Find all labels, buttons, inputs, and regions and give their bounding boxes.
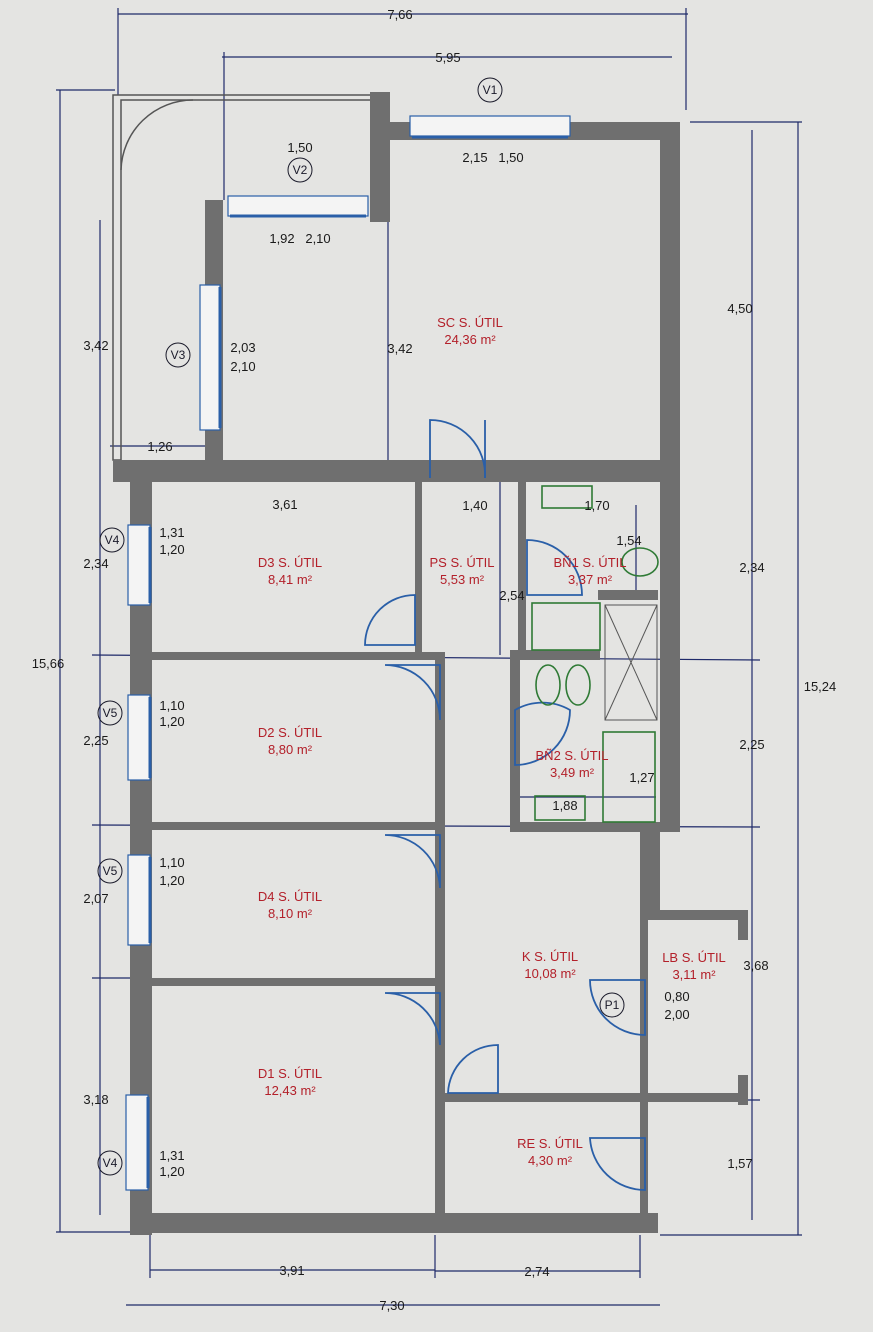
- dimension-label: 3,42: [83, 338, 108, 353]
- room-name: PS S. ÚTIL: [429, 555, 494, 570]
- opening-tag-circle: [97, 858, 123, 884]
- dimension-label: 1,10: [159, 855, 184, 870]
- dimension-label: 1,26: [147, 439, 172, 454]
- dimension-label: 1,92: [269, 231, 294, 246]
- dimension-label: 2,03: [230, 340, 255, 355]
- dimension-label: 2,74: [524, 1264, 549, 1279]
- dimension-label: 3,42: [387, 341, 412, 356]
- room-area: 8,41 m²: [268, 572, 313, 587]
- dimension-label: 1,20: [159, 714, 184, 729]
- room-area: 12,43 m²: [264, 1083, 316, 1098]
- dimension-label: 2,34: [739, 560, 764, 575]
- room-area: 8,80 m²: [268, 742, 313, 757]
- dimension-label: 2,25: [739, 737, 764, 752]
- dimension-label: 15,24: [804, 679, 837, 694]
- room-name: RE S. ÚTIL: [517, 1136, 583, 1151]
- dimension-label: 2,07: [83, 891, 108, 906]
- dimension-label: 1,20: [159, 1164, 184, 1179]
- dimension-label: 1,27: [629, 770, 654, 785]
- dimension-label: 2,34: [83, 556, 108, 571]
- room-name: BÑ1 S. ÚTIL: [554, 555, 627, 570]
- dimension-label: 3,61: [272, 497, 297, 512]
- doors: [364, 419, 646, 1191]
- room-name: D3 S. ÚTIL: [258, 555, 322, 570]
- dimension-label: 1,70: [584, 498, 609, 513]
- opening-tag: V2: [293, 163, 308, 177]
- room-area: 4,30 m²: [528, 1153, 573, 1168]
- dimension-label: 4,50: [727, 301, 752, 316]
- dimension-label: 1,88: [552, 798, 577, 813]
- opening-tag-circle: [97, 1150, 123, 1176]
- dimension-label: 1,20: [159, 542, 184, 557]
- opening-tag: V1: [483, 83, 498, 97]
- dimension-label: 15,66: [32, 656, 65, 671]
- opening-tag-circle: [599, 992, 625, 1018]
- dimension-label: 1,57: [727, 1156, 752, 1171]
- room-name: BÑ2 S. ÚTIL: [536, 748, 609, 763]
- opening-tag: V5: [103, 706, 118, 720]
- dimension-label: 2,54: [499, 588, 524, 603]
- dimension-label: 1,31: [159, 1148, 184, 1163]
- opening-tag: V4: [103, 1156, 118, 1170]
- room-name: LB S. ÚTIL: [662, 950, 726, 965]
- dimension-label: 1,40: [462, 498, 487, 513]
- dimension-label: 1,20: [159, 873, 184, 888]
- room-area: 8,10 m²: [268, 906, 313, 921]
- room-name: D1 S. ÚTIL: [258, 1066, 322, 1081]
- dimension-label: 2,10: [305, 231, 330, 246]
- room-area: 3,37 m²: [568, 572, 613, 587]
- dimension-label: 1,54: [616, 533, 641, 548]
- room-name: SC S. ÚTIL: [437, 315, 503, 330]
- room-area: 3,11 m²: [672, 967, 716, 982]
- dimension-label: 7,66: [387, 7, 412, 22]
- room-area: 24,36 m²: [444, 332, 496, 347]
- room-area: 10,08 m²: [524, 966, 576, 981]
- dimension-label: 3,68: [743, 958, 768, 973]
- opening-tag-circle: [477, 77, 503, 103]
- dimension-label: 5,95: [435, 50, 460, 65]
- dimension-label: 2,10: [230, 359, 255, 374]
- opening-tag: V4: [105, 533, 120, 547]
- dimension-label: 3,18: [83, 1092, 108, 1107]
- opening-tag: V3: [171, 348, 186, 362]
- room-area: 3,49 m²: [550, 765, 595, 780]
- dimension-label: 2,00: [664, 1007, 689, 1022]
- fixtures: [531, 485, 659, 823]
- walls: [112, 92, 748, 1235]
- dimension-label: 1,10: [159, 698, 184, 713]
- dimension-label: 3,91: [279, 1263, 304, 1278]
- dimension-label: 1,31: [159, 525, 184, 540]
- opening-tag-circle: [97, 700, 123, 726]
- opening-tag-circle: [287, 157, 313, 183]
- dimension-label: 7,30: [379, 1298, 404, 1313]
- room-name: D4 S. ÚTIL: [258, 889, 322, 904]
- opening-tag: V5: [103, 864, 118, 878]
- dimension-label: 1,50: [498, 150, 523, 165]
- opening-tag-circle: [165, 342, 191, 368]
- dimension-label: 2,25: [83, 733, 108, 748]
- room-name: K S. ÚTIL: [522, 949, 578, 964]
- room-area: 5,53 m²: [440, 572, 485, 587]
- opening-tag: P1: [605, 998, 620, 1012]
- windows: [125, 115, 571, 1191]
- opening-tag-circle: [99, 527, 125, 553]
- dimension-label: 1,50: [287, 140, 312, 155]
- dimension-label: 0,80: [664, 989, 689, 1004]
- room-name: D2 S. ÚTIL: [258, 725, 322, 740]
- dimension-label: 2,15: [462, 150, 487, 165]
